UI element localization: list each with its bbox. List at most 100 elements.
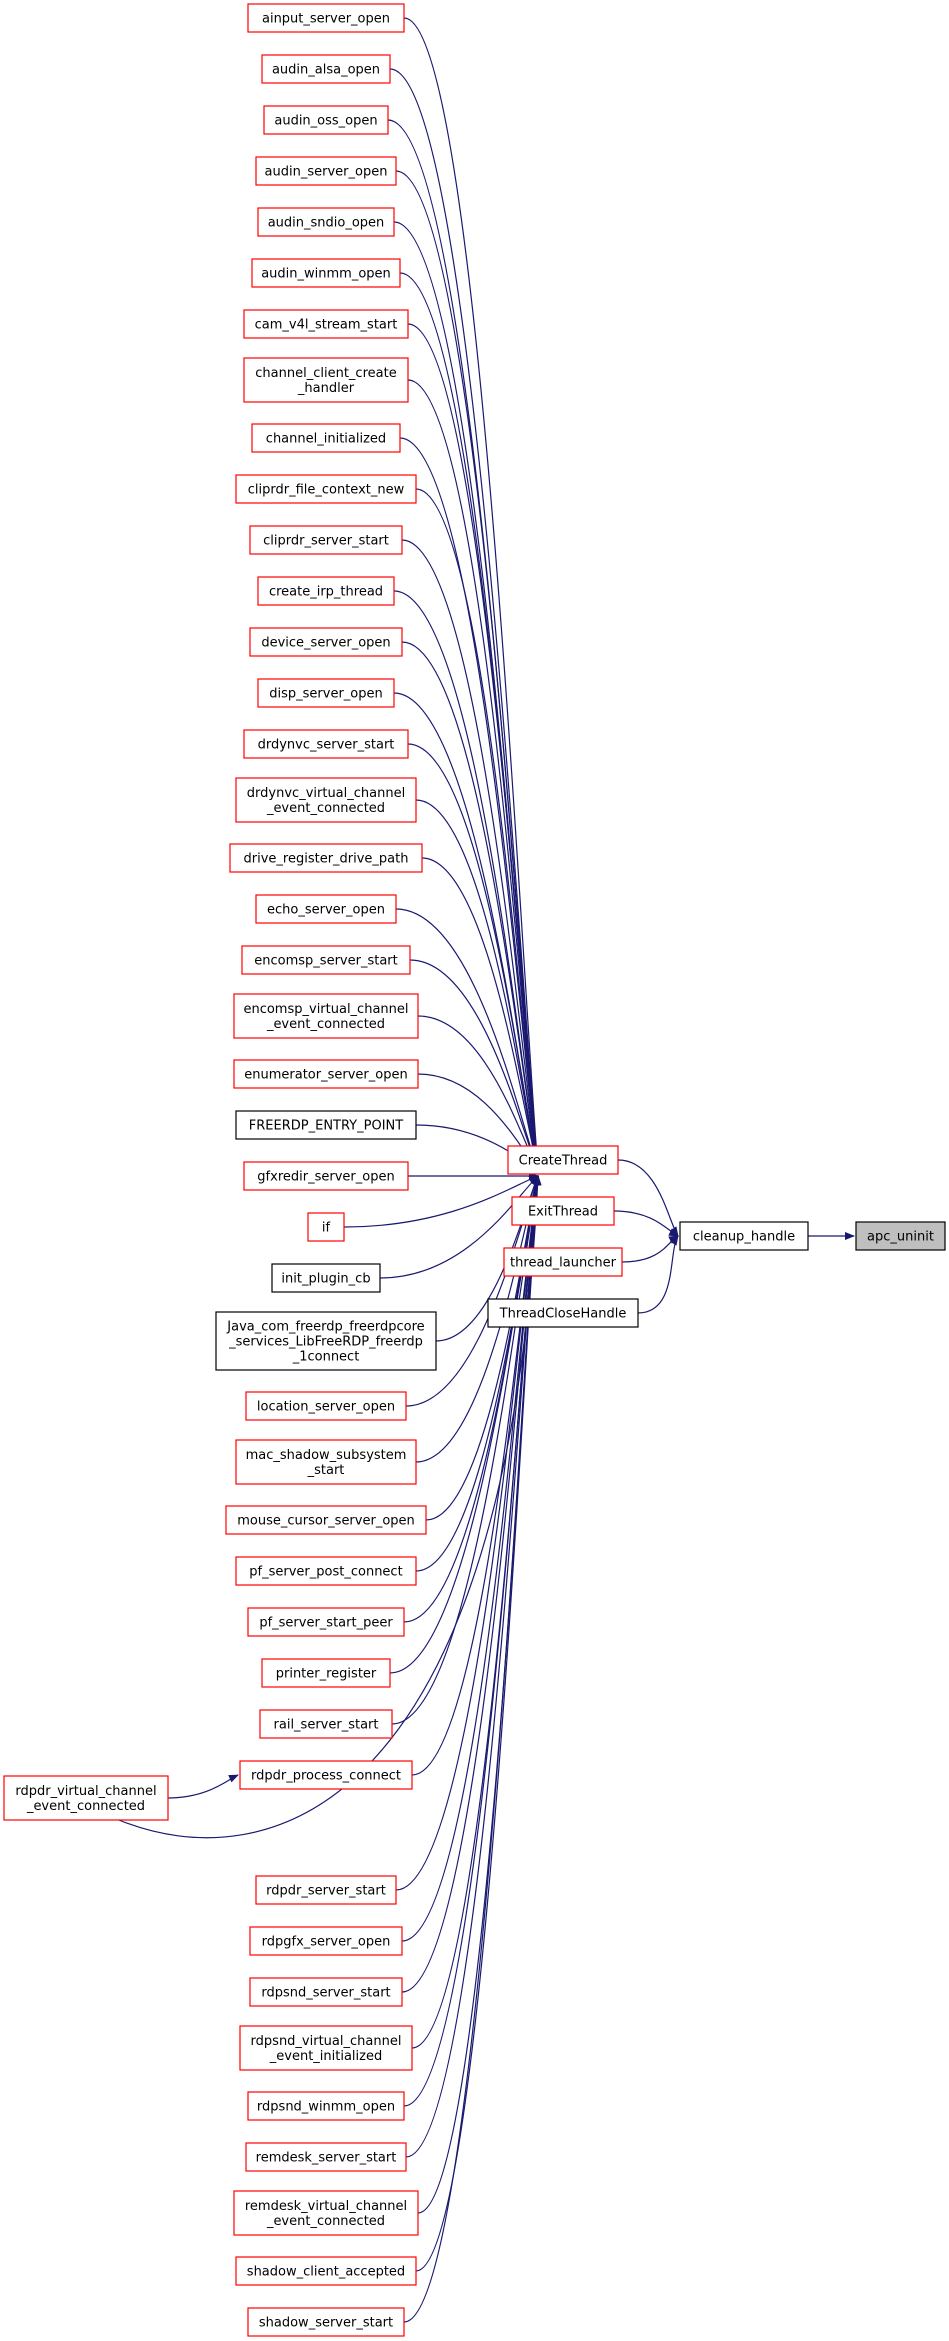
node-rdpdr-virtual-channel-event-connected[interactable]: rdpdr_virtual_channel_event_connected [3, 1775, 169, 1821]
node-rdpdr-server-start[interactable]: rdpdr_server_start [255, 1875, 397, 1905]
node-echo-server-open[interactable]: echo_server_open [255, 894, 397, 924]
node-box[interactable] [233, 993, 419, 1039]
node-box[interactable] [235, 474, 417, 504]
node-channel-client-create-handler[interactable]: channel_client_create_handler [243, 357, 409, 403]
node-box[interactable] [855, 1221, 946, 1251]
node-remdesk-virtual-channel-event-connected[interactable]: remdesk_virtual_channel_event_connected [233, 2190, 419, 2236]
node-freerdp-entry-point[interactable]: FREERDP_ENTRY_POINT [235, 1110, 417, 1140]
node-cliprdr-file-context-new[interactable]: cliprdr_file_context_new [235, 474, 417, 504]
node-box[interactable] [511, 1196, 615, 1226]
node-box[interactable] [257, 576, 395, 606]
node-box[interactable] [251, 423, 401, 453]
node-box[interactable] [261, 1658, 391, 1688]
node-create-irp-thread[interactable]: create_irp_thread [257, 576, 395, 606]
node-location-server-open[interactable]: location_server_open [245, 1391, 407, 1421]
node-box[interactable] [235, 777, 417, 823]
node-rdpsnd-server-start[interactable]: rdpsnd_server_start [249, 1977, 403, 2007]
node-cleanup-handle[interactable]: cleanup_handle [679, 1221, 809, 1251]
node-shadow-client-accepted[interactable]: shadow_client_accepted [235, 2256, 417, 2286]
node-rdpdr-process-connect[interactable]: rdpdr_process_connect [239, 1760, 413, 1790]
node-box[interactable] [215, 1311, 437, 1371]
node-cam-v4l-stream-start[interactable]: cam_v4l_stream_start [243, 309, 409, 339]
node-box[interactable] [255, 1875, 397, 1905]
node-exitthread[interactable]: ExitThread [511, 1196, 615, 1226]
node-rdpsnd-winmm-open[interactable]: rdpsnd_winmm_open [247, 2091, 405, 2121]
node-drive-register-drive-path[interactable]: drive_register_drive_path [229, 843, 423, 873]
node-box[interactable] [249, 1926, 403, 1956]
node-device-server-open[interactable]: device_server_open [249, 627, 403, 657]
node-box[interactable] [247, 2091, 405, 2121]
node-box[interactable] [247, 3, 405, 33]
node-rdpgfx-server-open[interactable]: rdpgfx_server_open [249, 1926, 403, 1956]
node-box[interactable] [239, 1760, 413, 1790]
node-pf-server-start-peer[interactable]: pf_server_start_peer [247, 1607, 405, 1637]
node-createthread[interactable]: CreateThread [507, 1145, 619, 1175]
node-remdesk-server-start[interactable]: remdesk_server_start [245, 2142, 407, 2172]
node-box[interactable] [255, 156, 397, 186]
node-box[interactable] [249, 627, 403, 657]
node-threadclosehandle[interactable]: ThreadCloseHandle [487, 1298, 639, 1328]
node-pf-server-post-connect[interactable]: pf_server_post_connect [235, 1556, 417, 1586]
node-box[interactable] [239, 2025, 413, 2071]
node-box[interactable] [235, 2256, 417, 2286]
node-encomsp-server-start[interactable]: encomsp_server_start [241, 945, 411, 975]
node-box[interactable] [507, 1145, 619, 1175]
node-box[interactable] [259, 1709, 393, 1739]
node-shadow-server-start[interactable]: shadow_server_start [247, 2307, 405, 2337]
node-box[interactable] [229, 843, 423, 873]
node-mouse-cursor-server-open[interactable]: mouse_cursor_server_open [225, 1505, 427, 1535]
node-box[interactable] [241, 945, 411, 975]
node-rdpsnd-virtual-channel-event-initialized[interactable]: rdpsnd_virtual_channel_event_initialized [239, 2025, 413, 2071]
node-rail-server-start[interactable]: rail_server_start [259, 1709, 393, 1739]
node-box[interactable] [679, 1221, 809, 1251]
node-enumerator-server-open[interactable]: enumerator_server_open [233, 1059, 419, 1089]
node-mac-shadow-subsystem-start[interactable]: mac_shadow_subsystem_start [235, 1439, 417, 1485]
node-box[interactable] [233, 1059, 419, 1089]
node-audin-alsa-open[interactable]: audin_alsa_open [261, 54, 391, 84]
node-channel-initialized[interactable]: channel_initialized [251, 423, 401, 453]
node-box[interactable] [249, 525, 403, 555]
node-box[interactable] [245, 2142, 407, 2172]
node-drdynvc-server-start[interactable]: drdynvc_server_start [243, 729, 409, 759]
node-audin-winmm-open[interactable]: audin_winmm_open [251, 258, 401, 288]
node-audin-server-open[interactable]: audin_server_open [255, 156, 397, 186]
node-printer-register[interactable]: printer_register [261, 1658, 391, 1688]
node-box[interactable] [263, 105, 389, 135]
node-audin-sndio-open[interactable]: audin_sndio_open [257, 207, 395, 237]
node-box[interactable] [247, 1607, 405, 1637]
node-drdynvc-virtual-channel-event-connected[interactable]: drdynvc_virtual_channel_event_connected [235, 777, 417, 823]
node-if[interactable]: if [307, 1212, 345, 1242]
node-box[interactable] [247, 2307, 405, 2337]
node-box[interactable] [249, 1977, 403, 2007]
node-box[interactable] [255, 894, 397, 924]
node-box[interactable] [251, 258, 401, 288]
node-box[interactable] [243, 357, 409, 403]
node-disp-server-open[interactable]: disp_server_open [257, 678, 395, 708]
node-gfxredir-server-open[interactable]: gfxredir_server_open [243, 1161, 409, 1191]
node-box[interactable] [225, 1505, 427, 1535]
node-box[interactable] [243, 309, 409, 339]
node-box[interactable] [233, 2190, 419, 2236]
node-box[interactable] [257, 678, 395, 708]
node-box[interactable] [487, 1298, 639, 1328]
node-box[interactable] [307, 1212, 345, 1242]
node-box[interactable] [243, 1161, 409, 1191]
node-box[interactable] [235, 1556, 417, 1586]
node-thread-launcher[interactable]: thread_launcher [503, 1247, 623, 1277]
node-cliprdr-server-start[interactable]: cliprdr_server_start [249, 525, 403, 555]
node-box[interactable] [3, 1775, 169, 1821]
node-ainput-server-open[interactable]: ainput_server_open [247, 3, 405, 33]
node-box[interactable] [235, 1110, 417, 1140]
node-box[interactable] [503, 1247, 623, 1277]
node-java-connect[interactable]: Java_com_freerdp_freerdpcore_services_Li… [215, 1311, 437, 1371]
node-audin-oss-open[interactable]: audin_oss_open [263, 105, 389, 135]
node-apc-uninit[interactable]: apc_uninit [855, 1221, 946, 1251]
node-init-plugin-cb[interactable]: init_plugin_cb [271, 1263, 381, 1293]
node-encomsp-virtual-channel-event-connected[interactable]: encomsp_virtual_channel_event_connected [233, 993, 419, 1039]
node-box[interactable] [261, 54, 391, 84]
node-box[interactable] [257, 207, 395, 237]
node-box[interactable] [245, 1391, 407, 1421]
node-box[interactable] [243, 729, 409, 759]
node-box[interactable] [235, 1439, 417, 1485]
node-box[interactable] [271, 1263, 381, 1293]
